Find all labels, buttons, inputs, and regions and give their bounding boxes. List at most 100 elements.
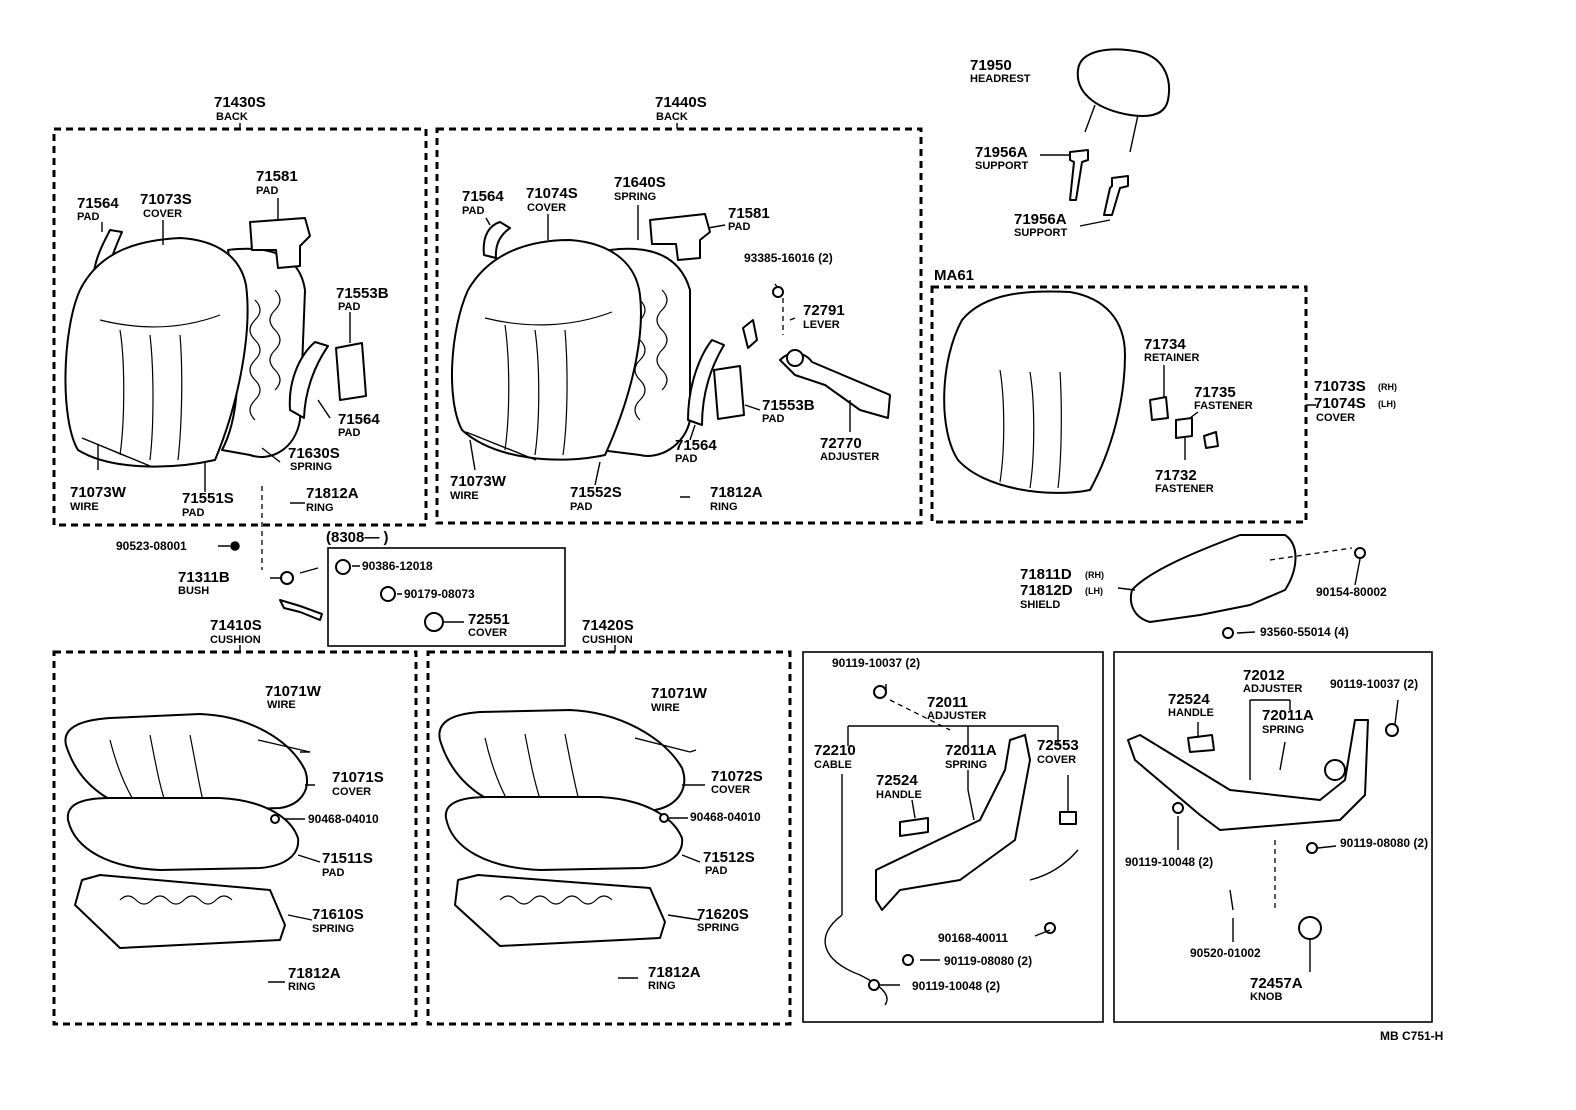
date-change-box (327, 547, 566, 647)
label-cover-lh: 71074S (1314, 395, 1366, 412)
label-71812a: 71812A (306, 485, 359, 502)
label-rh: (RH) (1378, 382, 1397, 392)
label-cover: COVER (711, 784, 750, 796)
label-pad: PAD (462, 205, 484, 217)
cushion-lh-group (426, 650, 792, 1026)
label-90119-10048: 90119-10048 (2) (1125, 855, 1213, 869)
headrest-stays-shape (1084, 104, 1139, 153)
label-spring: SPRING (697, 922, 739, 934)
cover-seam-shape (99, 314, 221, 328)
cover-ma61-stitch (999, 369, 1062, 489)
spring-71610s-shape (74, 874, 286, 949)
adjuster-72012-shape (1127, 719, 1369, 831)
adjuster-gear-shape (1324, 759, 1346, 781)
label-pad: PAD (570, 501, 592, 513)
label-pad: PAD (338, 427, 360, 439)
adjuster-lh-group (1113, 651, 1433, 1023)
label-wire: WIRE (70, 501, 99, 513)
label-71640s: 71640S (614, 174, 666, 191)
label-lh: (LH) (1378, 399, 1396, 409)
zigzag-spring-shape (249, 299, 261, 421)
label-90468: 90468-04010 (308, 812, 379, 826)
cushion-lh-parts (438, 709, 691, 947)
wire-71071w-shape (257, 739, 311, 753)
support-lower-shape (1103, 175, 1129, 216)
cover-72553-shape (1059, 811, 1077, 825)
label-71073w: 71073W (450, 473, 507, 490)
pad-71512s-shape (444, 796, 684, 871)
zigzag-spring-shape-2 (269, 289, 281, 391)
label-90119-10048: 90119-10048 (2) (912, 979, 1000, 993)
label-90468: 90468-04010 (690, 810, 761, 824)
assembly-lines (261, 298, 1353, 912)
label-90168: 90168-40011 (938, 931, 1008, 945)
leader-lines (97, 123, 1399, 986)
label-cover: COVER (1316, 412, 1355, 424)
label-knob: KNOB (1250, 991, 1282, 1003)
label-71812a: 71812A (710, 484, 763, 501)
cushion-rh-group (52, 650, 418, 1026)
lever-pivot-shape (786, 349, 804, 367)
lever-72791-shape (742, 319, 758, 349)
pad-71564-shape (288, 341, 329, 419)
reference-code: MB C751-H (1380, 1029, 1443, 1043)
screw-93560-shape (1222, 627, 1234, 639)
cushion-zigzag-shape (119, 895, 233, 905)
label-pad: PAD (728, 221, 750, 233)
label-71071s: 71071S (332, 769, 384, 786)
label-ring: RING (648, 980, 676, 992)
label-72210: 72210 (814, 742, 856, 759)
label-71073w: 71073W (70, 484, 127, 501)
label-pad: PAD (338, 301, 360, 313)
label-ring: RING (710, 501, 738, 513)
label-cable: CABLE (814, 759, 852, 771)
label-rh: (RH) (1085, 570, 1104, 580)
support-upper-shape (1069, 149, 1089, 201)
label-adjuster: ADJUSTER (927, 710, 986, 722)
wire-71071w-shape (634, 737, 691, 753)
label-72011a: 72011A (945, 742, 997, 759)
label-71551s: 71551S (182, 490, 234, 507)
label-wire: WIRE (267, 699, 296, 711)
support-number: 71956A (1014, 211, 1067, 228)
label-90154: 90154-80002 (1316, 585, 1387, 599)
screw-90154-shape (1354, 547, 1366, 559)
clip-90468-shape (270, 814, 280, 824)
label-lh: (LH) (1085, 586, 1103, 596)
wire-71073w-shape (465, 431, 537, 461)
label-90386: 90386-12018 (362, 559, 433, 573)
label-72457a: 72457A (1250, 975, 1303, 992)
bolt-90119-10048-shape (868, 979, 880, 991)
label-72011a: 72011A (1262, 707, 1314, 724)
adjuster-lh-parts (1127, 719, 1399, 940)
label-ring: RING (306, 502, 334, 514)
retainer-71734-shape (1149, 396, 1169, 421)
label-71511s: 71511S (322, 850, 373, 867)
label-72011: 72011 (927, 694, 968, 711)
label-pad: PAD (256, 185, 278, 197)
pad-71581-shape (249, 217, 311, 269)
spring-71620s-shape (454, 874, 666, 947)
spring-72011a-shape (967, 789, 975, 821)
label-72012: 72012 (1243, 667, 1285, 684)
label-adjuster: ADJUSTER (1243, 683, 1302, 695)
label-spring: SPRING (945, 759, 987, 771)
cable-72210-shape (824, 849, 1079, 1006)
fastener-71732-shape (1175, 417, 1193, 439)
label-90119-10037: 90119-10037 (2) (832, 656, 920, 670)
label-cover: COVER (527, 202, 566, 214)
label-71512s: 71512S (703, 849, 755, 866)
label-handle: HANDLE (1168, 707, 1214, 719)
headrest-shape (1076, 48, 1170, 118)
bush-71311b-shape (280, 571, 294, 585)
label-wire: WIRE (651, 702, 680, 714)
adjuster-rh-parts (824, 685, 1079, 1006)
label-93385: 93385-16016 (2) (744, 251, 833, 265)
label-71564: 71564 (462, 188, 504, 205)
label-72551: 72551 (468, 611, 510, 628)
headrest-number: 71950 (970, 57, 1012, 74)
headrest-name: HEADREST (970, 73, 1031, 85)
label-90119-08080: 90119-08080 (2) (944, 954, 1032, 968)
label-cover: COVER (468, 627, 507, 639)
knob-72457a-shape (1298, 916, 1322, 940)
